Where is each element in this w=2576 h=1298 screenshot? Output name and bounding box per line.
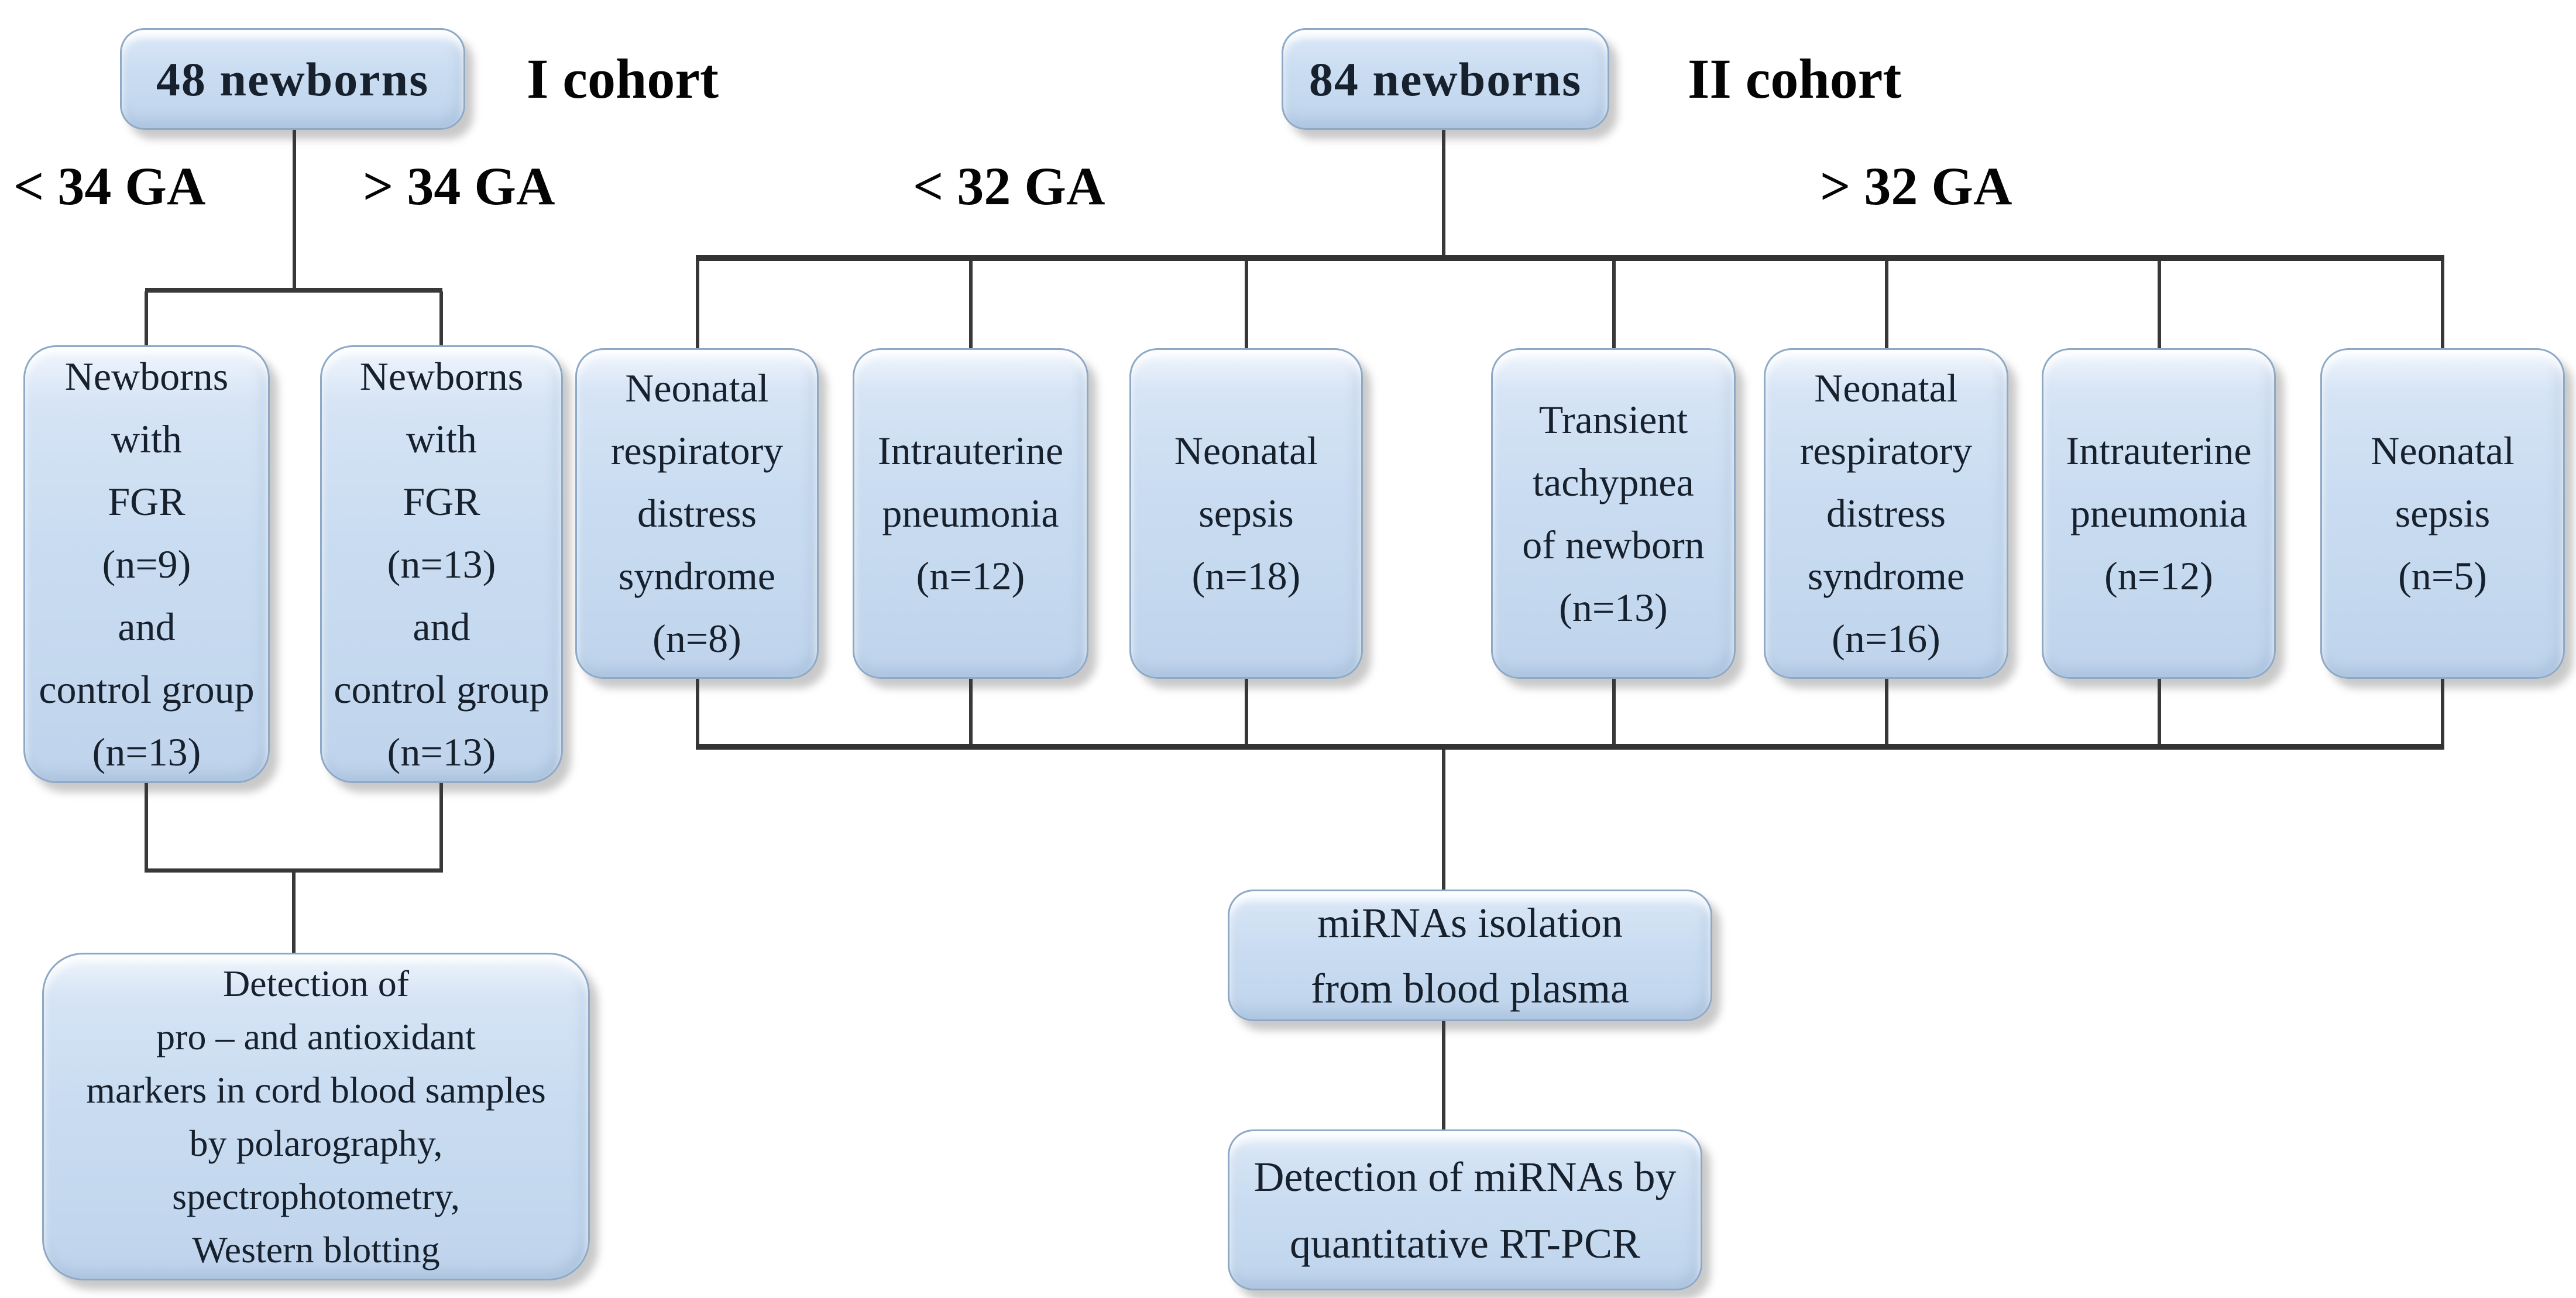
connector-branch5-bottom-vline	[1885, 679, 1888, 746]
node-mirna-isolation: miRNAs isolation from blood plasma	[1228, 890, 1712, 1021]
connector-oxidant-top-vline	[292, 873, 296, 953]
connector-branch2-bottom-vline	[969, 679, 973, 746]
node-sepsis-n18: Neonatal sepsis (n=18)	[1129, 348, 1363, 679]
connector-fgr-b-top-vline	[439, 291, 443, 346]
connector-mirna-detection-top-vline	[1442, 1021, 1445, 1129]
connector-branch7-top-vline	[2441, 261, 2444, 348]
node-pneumonia-n12-b: Intrauterine pneumonia (n=12)	[2042, 348, 2276, 679]
connector-branch5-top-vline	[1885, 261, 1888, 348]
connector-84-root-vline	[1442, 130, 1445, 257]
connector-fgr-b-bottom-vline	[439, 783, 443, 872]
node-mirna-detection: Detection of miRNAs by quantitative RT-P…	[1228, 1129, 1702, 1290]
connector-cohort1-merge-hline	[145, 868, 443, 873]
connector-branch4-bottom-vline	[1612, 679, 1616, 746]
connector-cohort2-bottom-bus	[696, 744, 2444, 750]
node-fgr-control-a: Newborns with FGR (n=9) and control grou…	[23, 345, 270, 783]
connector-fgr-a-top-vline	[145, 291, 148, 346]
connector-branch7-bottom-vline	[2441, 679, 2444, 746]
connector-branch1-bottom-vline	[696, 679, 699, 746]
node-oxidant-markers-detection: Detection of pro – and antioxidant marke…	[42, 953, 590, 1280]
node-nrds-n16: Neonatal respiratory distress syndrome (…	[1764, 348, 2008, 679]
connector-cohort1-split-hline	[145, 288, 442, 293]
connector-branch3-bottom-vline	[1245, 679, 1248, 746]
label-cohort-ii: II cohort	[1688, 47, 1902, 110]
label-ga-lt-34: < 34 GA	[13, 156, 206, 216]
connector-fgr-a-bottom-vline	[145, 783, 148, 872]
connector-branch6-bottom-vline	[2158, 679, 2161, 746]
label-ga-gt-34: > 34 GA	[363, 156, 555, 216]
node-48-newborns: 48 newborns	[120, 28, 465, 130]
connector-48-root-vline	[293, 130, 296, 289]
label-cohort-i: I cohort	[527, 47, 719, 110]
connector-cohort2-top-bus	[696, 255, 2444, 261]
label-ga-gt-32: > 32 GA	[1820, 156, 2012, 216]
connector-branch4-top-vline	[1612, 261, 1616, 348]
node-fgr-control-b: Newborns with FGR (n=13) and control gro…	[320, 345, 563, 783]
label-ga-lt-32: < 32 GA	[913, 156, 1105, 216]
connector-branch2-top-vline	[969, 261, 973, 348]
node-ttn-n13: Transient tachypnea of newborn (n=13)	[1491, 348, 1736, 679]
connector-branch3-top-vline	[1245, 261, 1248, 348]
connector-mirna-isolation-top-vline	[1442, 750, 1445, 890]
node-84-newborns: 84 newborns	[1282, 28, 1609, 130]
node-pneumonia-n12-a: Intrauterine pneumonia (n=12)	[853, 348, 1088, 679]
node-sepsis-n5: Neonatal sepsis (n=5)	[2320, 348, 2565, 679]
connector-branch1-top-vline	[696, 261, 699, 348]
connector-branch6-top-vline	[2158, 261, 2161, 348]
node-nrds-n8: Neonatal respiratory distress syndrome (…	[575, 348, 819, 679]
